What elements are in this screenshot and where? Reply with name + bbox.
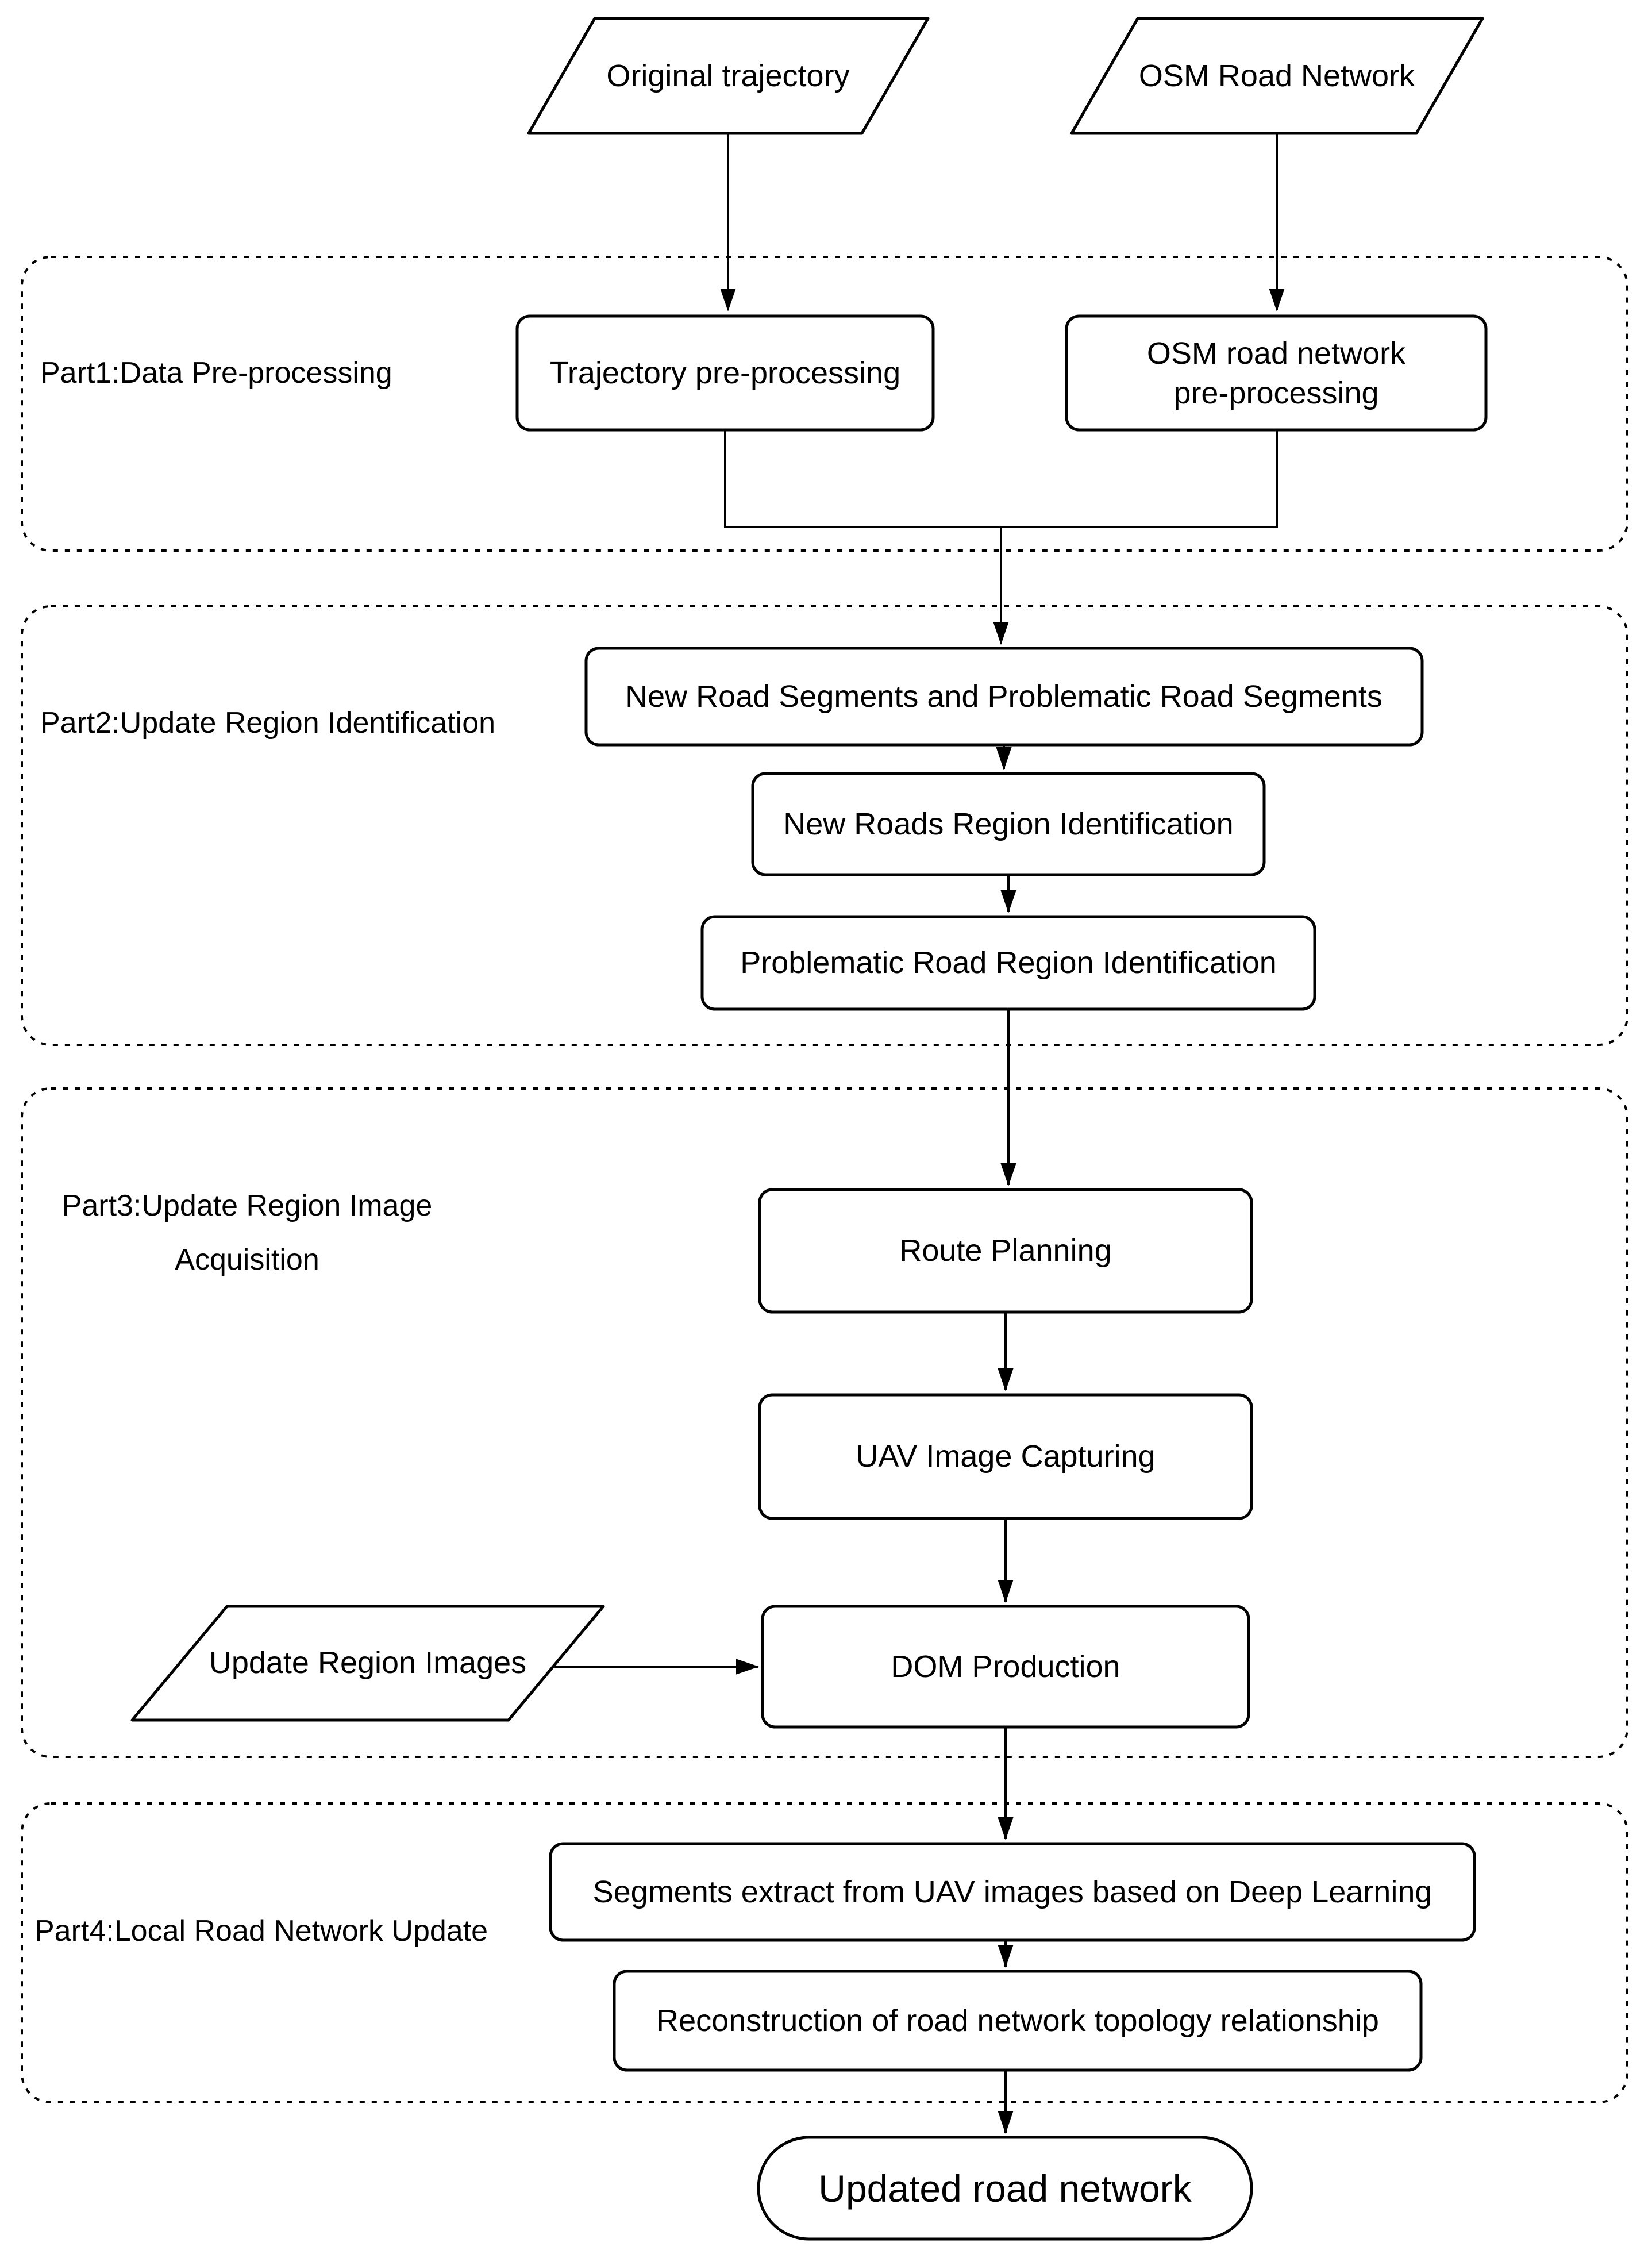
update-region-images-parallelogram bbox=[130, 1605, 605, 1722]
connector-preprocessing-merge bbox=[724, 430, 1278, 528]
segments-extract-box bbox=[549, 1842, 1476, 1942]
segments-extract-label: Segments extract from UAV images based o… bbox=[593, 1875, 1432, 1909]
original-trajectory-label: Original trajectory bbox=[606, 59, 849, 93]
dom-production-label: DOM Production bbox=[891, 1649, 1120, 1684]
reconstruction-box bbox=[613, 1970, 1423, 2072]
osm-road-network-label: OSM Road Network bbox=[1139, 59, 1415, 93]
new-problematic-segments-box bbox=[584, 647, 1424, 747]
update-region-images-label: Update Region Images bbox=[209, 1645, 526, 1680]
reconstruction-label: Reconstruction of road network topology … bbox=[656, 2003, 1379, 2038]
part1-boundary bbox=[21, 256, 1628, 552]
original-trajectory-parallelogram bbox=[527, 17, 930, 135]
reconstruction-node: Reconstruction of road network topology … bbox=[613, 1970, 1423, 2072]
trajectory-preprocessing-node: Trajectory pre-processing bbox=[515, 314, 935, 432]
updated-road-network-label: Updated road network bbox=[818, 2167, 1192, 2210]
problematic-road-region-node: Problematic Road Region Identification bbox=[700, 915, 1316, 1011]
new-problematic-segments-label: New Road Segments and Problematic Road S… bbox=[625, 679, 1383, 714]
updated-road-network-node: Updated road network bbox=[757, 2136, 1253, 2241]
update-region-images-node: Update Region Images bbox=[130, 1605, 605, 1722]
part2-boundary bbox=[21, 605, 1628, 1046]
part4-label: Part4:Local Road Network Update bbox=[34, 1914, 488, 1948]
dom-production-box bbox=[761, 1605, 1250, 1729]
osm-road-network-parallelogram bbox=[1070, 17, 1484, 135]
new-problematic-segments-node: New Road Segments and Problematic Road S… bbox=[584, 647, 1424, 747]
part3-boundary bbox=[21, 1087, 1628, 1758]
updated-road-network-terminator bbox=[757, 2136, 1253, 2241]
segments-extract-node: Segments extract from UAV images based o… bbox=[549, 1842, 1476, 1942]
trajectory-preprocessing-label: Trajectory pre-processing bbox=[550, 356, 900, 390]
part1-label: Part1:Data Pre-processing bbox=[40, 356, 392, 390]
original-trajectory-node: Original trajectory bbox=[527, 17, 930, 135]
uav-image-capturing-node: UAV Image Capturing bbox=[758, 1393, 1253, 1520]
route-planning-node: Route Planning bbox=[758, 1188, 1253, 1314]
part3-label-line1: Part3:Update Region Image bbox=[62, 1189, 433, 1222]
part2-label: Part2:Update Region Identification bbox=[40, 706, 495, 740]
uav-image-capturing-box bbox=[758, 1393, 1253, 1520]
osm-preprocessing-node: OSM road network pre-processing bbox=[1065, 314, 1488, 432]
route-planning-label: Route Planning bbox=[899, 1233, 1111, 1268]
trajectory-preprocessing-box bbox=[515, 314, 935, 432]
osm-preprocessing-label-line1: OSM road network bbox=[1147, 336, 1406, 371]
part4-boundary bbox=[21, 1802, 1628, 2103]
problematic-road-region-label: Problematic Road Region Identification bbox=[740, 945, 1277, 980]
dom-production-node: DOM Production bbox=[761, 1605, 1250, 1729]
new-roads-region-label: New Roads Region Identification bbox=[783, 807, 1233, 841]
part3-label-line2: Acquisition bbox=[175, 1243, 319, 1276]
new-roads-region-node: New Roads Region Identification bbox=[751, 772, 1266, 876]
route-planning-box bbox=[758, 1188, 1253, 1314]
osm-preprocessing-box bbox=[1065, 314, 1488, 432]
uav-image-capturing-label: UAV Image Capturing bbox=[856, 1439, 1155, 1474]
problematic-road-region-box bbox=[700, 915, 1316, 1011]
new-roads-region-box bbox=[751, 772, 1266, 876]
osm-preprocessing-label-line2: pre-processing bbox=[1173, 376, 1378, 410]
osm-road-network-node: OSM Road Network bbox=[1070, 17, 1484, 135]
